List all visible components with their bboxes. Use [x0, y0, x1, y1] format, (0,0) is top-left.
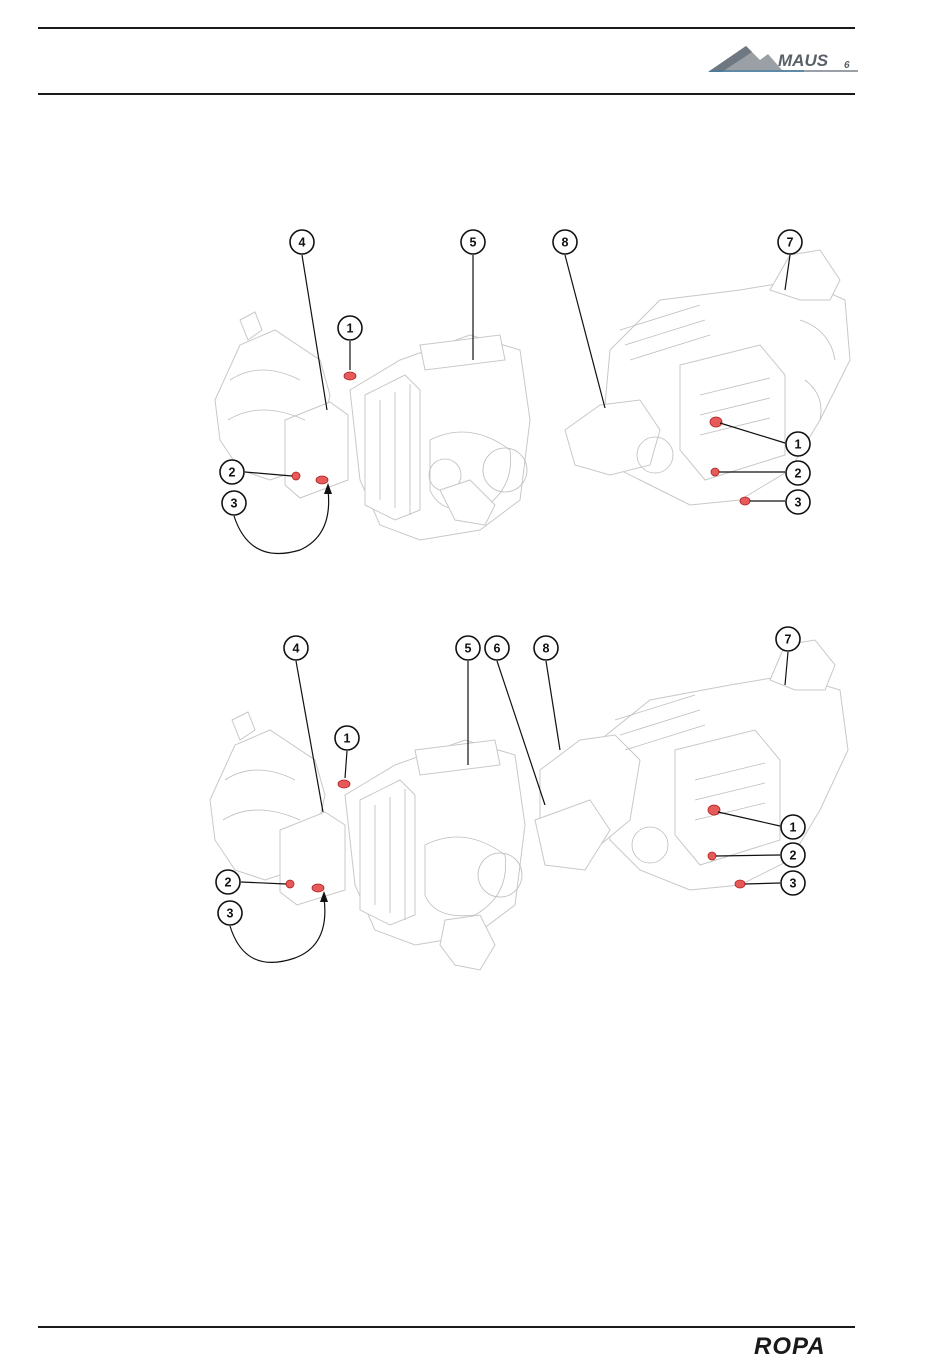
svg-text:7: 7	[787, 236, 794, 250]
svg-text:7: 7	[785, 633, 792, 647]
figure-1-leader-8	[565, 255, 605, 408]
figure-2-callout-r2: 2	[781, 843, 805, 867]
svg-text:1: 1	[790, 821, 797, 835]
figure-2-right-plug-3	[735, 880, 745, 888]
figure-2-callout-3: 3	[218, 901, 242, 925]
svg-text:1: 1	[795, 438, 802, 452]
figure-2: 4 5 1 2 3 6 8 7 1 2 3	[210, 627, 848, 970]
figure-1-left-plug-1	[344, 372, 356, 380]
svg-text:8: 8	[543, 642, 550, 656]
svg-text:3: 3	[790, 877, 797, 891]
svg-text:6: 6	[494, 642, 501, 656]
figure-2-callout-6: 6	[485, 636, 509, 660]
figure-2-leader-r3	[745, 883, 780, 884]
figure-2-left-plug-2	[286, 880, 294, 888]
svg-text:3: 3	[231, 497, 238, 511]
figure-2-left-plug-3	[312, 884, 324, 892]
figure-2-callout-7: 7	[776, 627, 800, 651]
svg-text:3: 3	[795, 496, 802, 510]
figure-2-callout-8: 8	[534, 636, 558, 660]
figure-1-callout-5: 5	[461, 230, 485, 254]
figure-2-callout-r3: 3	[781, 871, 805, 895]
figure-2-right-plug-2	[708, 852, 716, 860]
figure-2-callout-5: 5	[456, 636, 480, 660]
figure-2-arc-3	[230, 898, 325, 962]
figure-1-left-drawing	[215, 312, 530, 540]
figure-2-leader-2	[241, 882, 286, 884]
svg-text:3: 3	[227, 907, 234, 921]
figure-1-callout-r2: 2	[786, 461, 810, 485]
figure-2-leader-1	[345, 751, 347, 778]
figure-2-callout-1: 1	[335, 726, 359, 750]
footer-rule	[38, 1326, 855, 1328]
svg-text:5: 5	[465, 642, 472, 656]
figure-1-callout-r1: 1	[786, 432, 810, 456]
figure-1-right-plug-1	[710, 417, 722, 427]
figure-1-callout-3: 3	[222, 491, 246, 515]
figure-1-right-plug-2	[711, 468, 719, 476]
figure-1-callout-r3: 3	[786, 490, 810, 514]
figure-2-callout-2: 2	[216, 870, 240, 894]
svg-text:2: 2	[790, 849, 797, 863]
figure-1: 4 5 1 2 3 8 7 1 2 3	[215, 230, 850, 554]
ropa-logo: ROPA	[752, 1330, 852, 1360]
figure-1-arc-3	[234, 490, 329, 554]
svg-text:2: 2	[795, 467, 802, 481]
svg-text:2: 2	[229, 466, 236, 480]
svg-text:4: 4	[293, 642, 300, 656]
figure-1-callout-8: 8	[553, 230, 577, 254]
figure-2-left-drawing	[210, 712, 525, 970]
figure-1-left-plug-3	[316, 476, 328, 484]
figure-1-callout-4: 4	[290, 230, 314, 254]
svg-text:1: 1	[344, 732, 351, 746]
figure-1-left-plug-2	[292, 472, 300, 480]
figure-1-callout-7: 7	[778, 230, 802, 254]
svg-text:2: 2	[225, 876, 232, 890]
figure-2-callout-4: 4	[284, 636, 308, 660]
ropa-logo-text: ROPA	[754, 1333, 826, 1360]
svg-text:8: 8	[562, 236, 569, 250]
svg-text:5: 5	[470, 236, 477, 250]
figure-1-callout-2: 2	[220, 460, 244, 484]
svg-text:1: 1	[347, 322, 354, 336]
figure-2-callout-r1: 1	[781, 815, 805, 839]
figure-1-right-plug-3	[740, 497, 750, 505]
svg-text:4: 4	[299, 236, 306, 250]
figure-2-leader-8	[546, 661, 560, 750]
figure-1-callout-1: 1	[338, 316, 362, 340]
figure-2-right-plug-1	[708, 805, 720, 815]
figure-2-left-plug-1	[338, 780, 350, 788]
